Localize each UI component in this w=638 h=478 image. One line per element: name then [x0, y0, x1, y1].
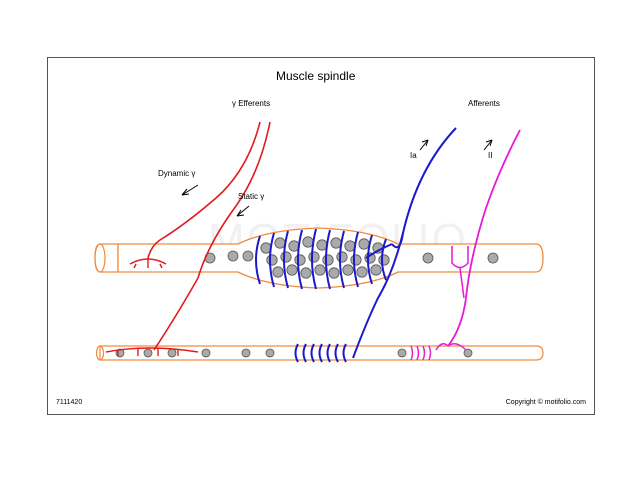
nucleus — [328, 267, 340, 279]
nucleus — [241, 348, 251, 358]
ia-label: Ia — [410, 151, 417, 160]
upper-fiber-nuclei — [204, 236, 499, 279]
ii-afferent-fiber — [447, 129, 521, 347]
ii-flower-spray-ending — [410, 246, 469, 361]
dynamic-gamma-fiber — [147, 121, 261, 259]
nucleus — [422, 252, 434, 264]
lower-fiber-nuclei — [115, 348, 473, 358]
ii-label: II — [488, 151, 492, 160]
afferents-label: Afferents — [468, 99, 500, 108]
nucleus — [286, 264, 298, 276]
nucleus — [266, 254, 278, 266]
nucleus — [330, 237, 342, 249]
nucleus — [274, 237, 286, 249]
nucleus — [167, 348, 177, 358]
nucleus — [143, 348, 153, 358]
figure-id: 7111420 — [56, 399, 82, 406]
nucleus — [342, 264, 354, 276]
nucleus — [300, 267, 312, 279]
nuclear-chain-fiber — [95, 345, 544, 361]
diagram-frame: MOTIFOLIO Muscle spindle — [47, 57, 595, 415]
ia-lower-spiral — [294, 343, 347, 363]
nucleus — [201, 348, 211, 358]
nucleus — [358, 238, 370, 250]
muscle-spindle-diagram: MOTIFOLIO Muscle spindle — [56, 69, 586, 406]
nucleus — [272, 266, 284, 278]
nucleus — [308, 251, 320, 263]
copyright-notice: Copyright © motifolio.com — [506, 398, 586, 406]
nucleus — [280, 251, 292, 263]
arrows — [181, 139, 493, 217]
nucleus — [227, 250, 239, 262]
static-gamma-label: Static γ — [238, 192, 264, 201]
nucleus — [370, 264, 382, 276]
static-gamma-trail-ending — [105, 347, 199, 356]
dynamic-gamma-label: Dynamic γ — [158, 169, 195, 178]
nucleus — [242, 250, 254, 262]
nucleus — [302, 236, 314, 248]
gamma-efferents-label: γ Efferents — [232, 99, 270, 108]
ia-afferent-fiber — [352, 127, 457, 359]
ia-annulospiral-ending — [255, 228, 393, 290]
dynamic-gamma-endplate — [129, 258, 167, 269]
nucleus — [356, 266, 368, 278]
nucleus — [397, 348, 407, 358]
nucleus — [487, 252, 499, 264]
nucleus — [350, 254, 362, 266]
nucleus — [336, 251, 348, 263]
diagram-title: Muscle spindle — [276, 69, 356, 83]
nucleus — [314, 264, 326, 276]
nucleus — [322, 254, 334, 266]
nucleus — [265, 348, 275, 358]
nucleus — [294, 254, 306, 266]
static-gamma-fiber — [153, 121, 271, 351]
nucleus — [378, 254, 390, 266]
nucleus — [463, 348, 473, 358]
